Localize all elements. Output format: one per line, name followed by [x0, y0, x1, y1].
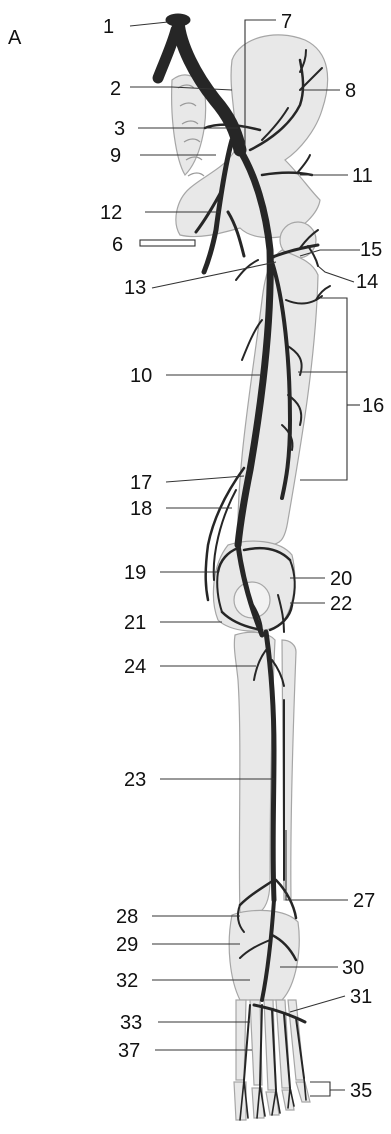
label-7: 7 — [281, 11, 292, 33]
label-33: 33 — [120, 1012, 142, 1034]
label-19: 19 — [124, 562, 146, 584]
label-23: 23 — [124, 769, 146, 791]
label-13: 13 — [124, 277, 146, 299]
label-10: 10 — [130, 365, 152, 387]
label-1: 1 — [103, 16, 114, 38]
label-28: 28 — [116, 906, 138, 928]
label-11: 11 — [352, 165, 373, 187]
label-22: 22 — [330, 593, 352, 615]
label-8: 8 — [345, 80, 356, 102]
label-29: 29 — [116, 934, 138, 956]
label-21: 21 — [124, 612, 146, 634]
label-30: 30 — [342, 957, 364, 979]
label-35: 35 — [350, 1080, 372, 1102]
label-24: 24 — [124, 656, 146, 678]
label-12: 12 — [100, 202, 122, 224]
label-3: 3 — [114, 118, 125, 140]
label-14: 14 — [356, 271, 378, 293]
label-2: 2 — [110, 78, 121, 100]
label-17: 17 — [130, 472, 152, 494]
skeleton — [172, 35, 328, 1120]
panel-label: A — [8, 27, 22, 49]
label-37: 37 — [118, 1040, 140, 1062]
label-16: 16 — [362, 395, 384, 417]
iliac-branch-left — [158, 30, 176, 78]
label-9: 9 — [110, 145, 121, 167]
label-20: 20 — [330, 568, 352, 590]
label-31: 31 — [350, 986, 372, 1008]
label-6: 6 — [112, 234, 123, 256]
label-15: 15 — [360, 239, 382, 261]
label-27: 27 — [353, 890, 375, 912]
label-18: 18 — [130, 498, 152, 520]
label-32: 32 — [116, 970, 138, 992]
